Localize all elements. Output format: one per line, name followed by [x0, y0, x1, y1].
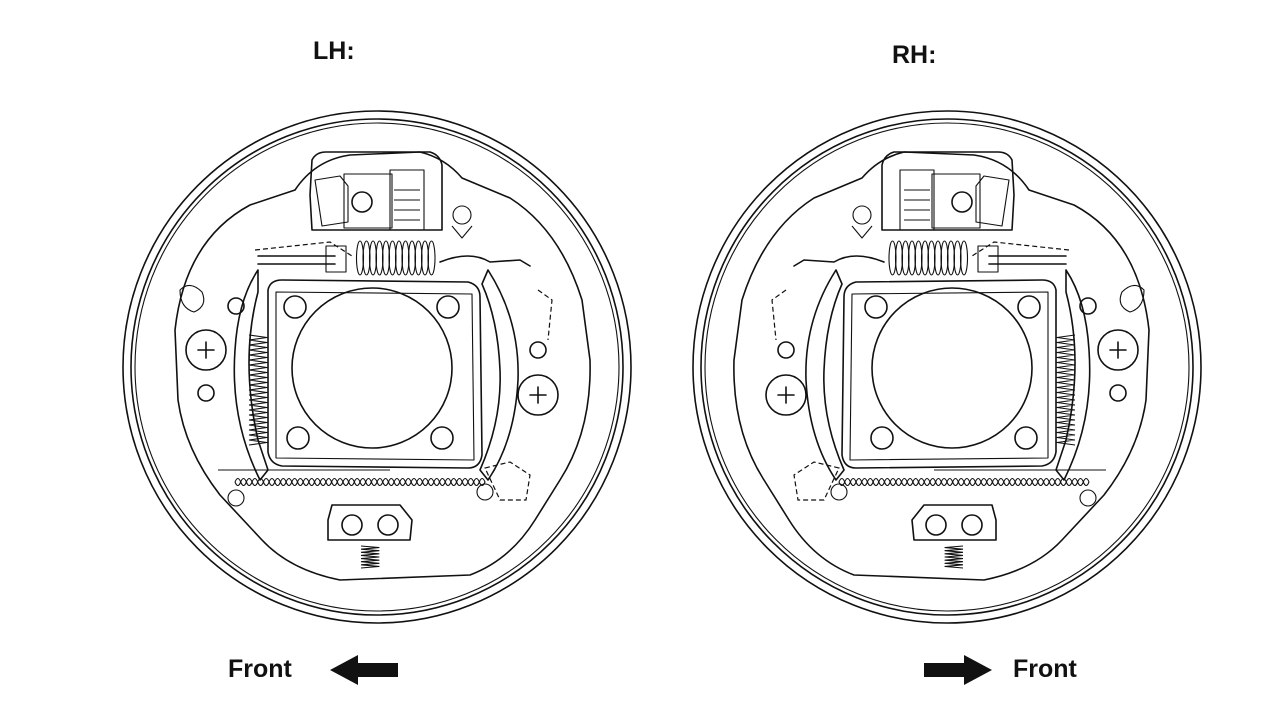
hold-down-pin-left	[185, 329, 227, 371]
lh-front-label: Front	[228, 655, 292, 683]
trailing-brake-shoe	[479, 269, 519, 481]
rh-drum-brake-diagram	[692, 110, 1202, 624]
spring-coil	[360, 545, 380, 569]
lh-side-label: LH:	[313, 37, 355, 65]
bolt-hole-3	[286, 426, 310, 450]
backing-plate-inner-ring	[130, 118, 624, 616]
lh-drum-brake-diagram	[122, 110, 632, 624]
upper-return-spring	[355, 240, 436, 276]
rh-front-label: Front	[1013, 655, 1077, 683]
lh-front-arrow-icon	[330, 655, 398, 685]
anchor-spring	[360, 545, 380, 569]
wheel-cylinder-housing	[309, 151, 443, 231]
lower-return-spring	[234, 477, 486, 487]
backing-plate-outer-ring	[122, 110, 632, 624]
bolt-hole-4	[430, 426, 454, 450]
rh-front-arrow-icon	[924, 655, 992, 685]
bolt-hole-2	[436, 295, 460, 319]
shoe-hold-spring	[248, 334, 268, 446]
anchor-plate	[327, 504, 413, 541]
spring-coil	[427, 240, 436, 276]
leading-brake-shoe	[233, 269, 269, 481]
axle-hole	[291, 287, 453, 449]
hold-down-pin-right	[517, 374, 559, 416]
backing-plate-contour	[174, 151, 591, 581]
spring-coil	[248, 334, 268, 446]
rh-side-label: RH:	[892, 41, 937, 69]
bolt-hole-1	[283, 295, 307, 319]
drum-brake-assembly	[122, 110, 632, 624]
axle-flange-plate	[267, 279, 483, 469]
spring-coil	[234, 477, 486, 487]
